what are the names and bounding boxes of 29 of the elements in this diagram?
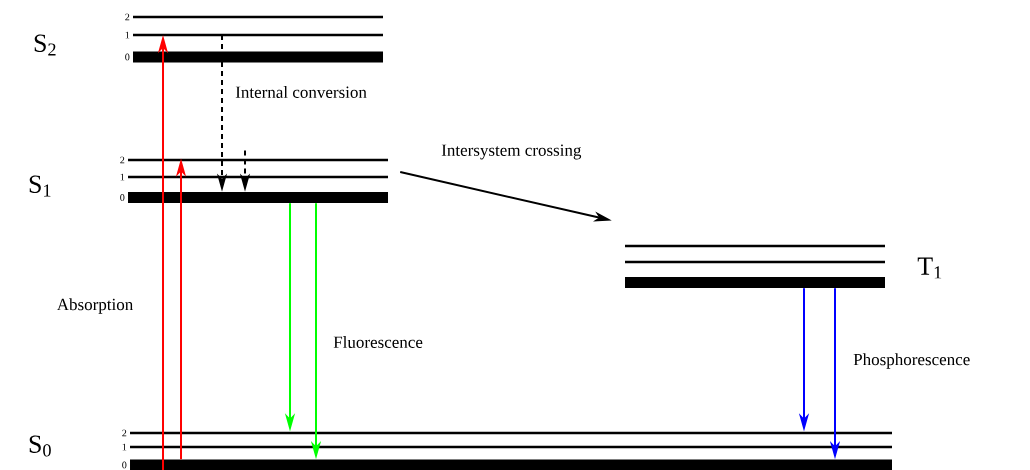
- process-label: Phosphorescence: [853, 353, 970, 369]
- energy-level: [625, 277, 885, 288]
- process-label: Intersystem crossing: [441, 144, 582, 160]
- energy-level: [625, 244, 885, 248]
- level-number: 2: [122, 429, 127, 437]
- level-number: 1: [122, 443, 127, 451]
- state-label: T$_{1}$: [917, 257, 942, 279]
- level-number: 1: [120, 173, 125, 181]
- level-number: 1: [125, 31, 130, 39]
- level-number: 0: [120, 194, 125, 201]
- energy-level: [133, 33, 383, 37]
- energy-level: [130, 445, 892, 449]
- process-label: Fluorescence: [333, 336, 423, 348]
- level-number: 0: [125, 53, 130, 61]
- process-label: Absorption: [56, 298, 133, 314]
- level-number: 0: [122, 461, 127, 469]
- energy-level: [128, 158, 388, 162]
- energy-level: [133, 15, 383, 19]
- energy-level: [130, 459, 892, 470]
- state-label: S$_{1}$: [29, 175, 51, 197]
- state-label: S$_{0}$: [29, 435, 51, 457]
- energy-level: [130, 431, 892, 435]
- energy-level: [128, 192, 388, 203]
- level-number: 2: [125, 13, 130, 21]
- level-number: 2: [120, 156, 125, 164]
- energy-level: [625, 260, 885, 264]
- energy-level: [133, 51, 383, 63]
- process-label: Internal conversion: [235, 86, 367, 98]
- state-label: S$_{2}$: [34, 34, 56, 56]
